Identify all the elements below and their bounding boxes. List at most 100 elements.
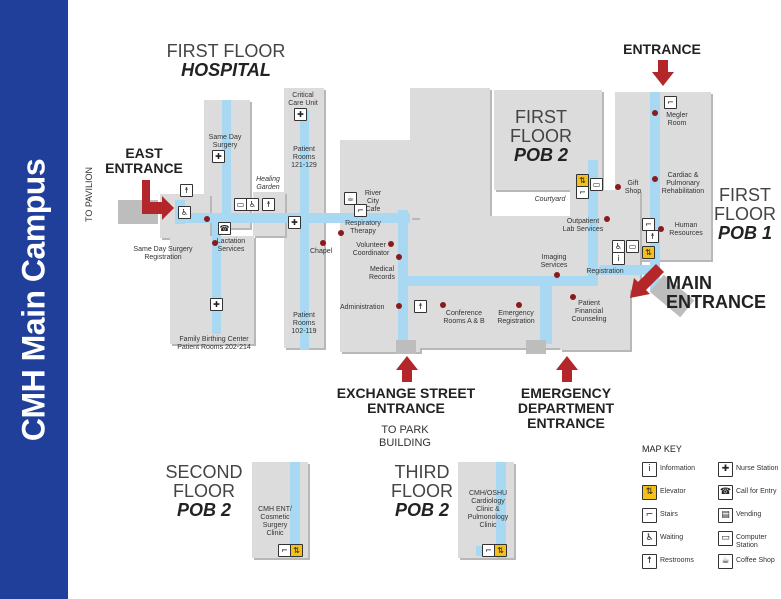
elevator-icon: ⇅ bbox=[642, 246, 655, 259]
medical-records-marker bbox=[396, 254, 402, 260]
stairs-icon: ⌐ bbox=[576, 186, 589, 199]
map-key-label: Computer Station bbox=[736, 534, 767, 549]
to-park-building-label: TO PARK BUILDING bbox=[379, 424, 431, 449]
pob2-building bbox=[494, 90, 602, 190]
registration-label: Registration bbox=[586, 268, 624, 275]
map-key-label: Call for Entry bbox=[736, 488, 777, 495]
nurse-station-icon: ✚ bbox=[288, 216, 301, 229]
volunteer-marker bbox=[388, 241, 394, 247]
restrooms-icon: ☨ bbox=[180, 184, 193, 197]
map-key-label: Waiting bbox=[660, 534, 684, 541]
exchange-entrance-arrow bbox=[396, 356, 418, 382]
elevator-icon: ⇅ bbox=[290, 544, 303, 557]
first-floor-pob2-title: FIRST FLOOR POB 2 bbox=[509, 107, 572, 165]
emergency-reg-marker bbox=[516, 302, 522, 308]
coffee-shop-icon: ☕ bbox=[344, 192, 357, 205]
call-for-entry-icon: ☎ bbox=[718, 485, 733, 500]
computer-station-icon: ▭ bbox=[718, 531, 733, 546]
imaging-marker bbox=[554, 272, 560, 278]
map-key-label: Vending bbox=[736, 511, 762, 518]
third-floor-pob2-title: THIRD FLOOR POB 2 bbox=[390, 462, 453, 520]
nurse-station-icon: ✚ bbox=[210, 298, 223, 311]
corridor-emergency bbox=[540, 280, 552, 344]
restrooms-icon: ☨ bbox=[262, 198, 275, 211]
restrooms-icon: ☨ bbox=[646, 230, 659, 243]
waiting-icon: ♿ bbox=[612, 240, 625, 253]
vending-icon: ▤ bbox=[718, 508, 733, 523]
corridor-exchange bbox=[398, 210, 408, 340]
lactation-marker bbox=[212, 240, 218, 246]
computer-station-icon: ▭ bbox=[626, 240, 639, 253]
stairs-icon: ⌐ bbox=[642, 508, 657, 523]
first-floor-pob1-title: FIRST FLOOR POB 1 bbox=[713, 185, 776, 243]
second-floor-pob2-title: SECOND FLOOR POB 2 bbox=[165, 462, 243, 520]
nurse-station-icon: ✚ bbox=[718, 462, 733, 477]
call-for-entry-icon: ☎ bbox=[218, 222, 231, 235]
restrooms-icon: ☨ bbox=[414, 300, 427, 313]
patient-fin-marker bbox=[570, 294, 576, 300]
main-entrance-arrow bbox=[630, 264, 664, 298]
map-key-label: Elevator bbox=[660, 488, 686, 495]
waiting-icon: ♿ bbox=[246, 198, 259, 211]
east-entrance-arrow bbox=[142, 180, 174, 220]
to-pavilion-label: TO PAVILION bbox=[84, 166, 94, 222]
middle-block bbox=[410, 88, 490, 218]
map-key-label: Restrooms bbox=[660, 557, 694, 564]
conference-marker bbox=[440, 302, 446, 308]
administration-marker bbox=[396, 303, 402, 309]
corridor-main-entrance bbox=[600, 265, 660, 275]
chapel-label: Chapel bbox=[310, 248, 333, 255]
east-entrance-label: EAST ENTRANCE bbox=[105, 145, 183, 176]
nurse-station-icon: ✚ bbox=[212, 150, 225, 163]
stairs-icon: ⌐ bbox=[664, 96, 677, 109]
emergency-department-entrance-label: EMERGENCY DEPARTMENT ENTRANCE bbox=[517, 385, 615, 431]
map-key-label: Coffee Shop bbox=[736, 557, 775, 564]
sds-registration-marker bbox=[204, 216, 210, 222]
emergency-entrance-arrow bbox=[556, 356, 578, 382]
corridor-pob1 bbox=[650, 92, 660, 292]
elevator-icon: ⇅ bbox=[494, 544, 507, 557]
computer-station-icon: ▭ bbox=[590, 178, 603, 191]
map-key-label: Nurse Station bbox=[736, 465, 779, 472]
courtyard-label: Courtyard bbox=[534, 196, 566, 203]
corridor-sds bbox=[222, 100, 231, 215]
information-icon: i bbox=[642, 462, 657, 477]
exchange-street-entrance-label: EXCHANGE STREET ENTRANCE bbox=[336, 385, 476, 416]
elevator-icon: ⇅ bbox=[642, 485, 657, 500]
sidebar-banner: CMH Main Campus bbox=[0, 0, 68, 599]
corridor-pob2 bbox=[588, 160, 598, 280]
second-floor-corridor bbox=[290, 462, 300, 558]
coffee-shop-icon: ☕ bbox=[718, 554, 733, 569]
emergency-walkway bbox=[526, 340, 546, 354]
gift-shop-marker bbox=[615, 184, 621, 190]
cardiac-marker bbox=[652, 176, 658, 182]
chapel-marker bbox=[320, 240, 326, 246]
megler-marker bbox=[652, 110, 658, 116]
information-icon: i bbox=[612, 252, 625, 265]
third-floor-corridor bbox=[496, 462, 506, 558]
human-resources-marker bbox=[658, 226, 664, 232]
waiting-icon: ♿ bbox=[178, 206, 191, 219]
exchange-walkway bbox=[396, 340, 416, 354]
financial-block bbox=[560, 290, 630, 350]
restrooms-icon: ☨ bbox=[642, 554, 657, 569]
administration-label: Administration bbox=[340, 304, 385, 311]
